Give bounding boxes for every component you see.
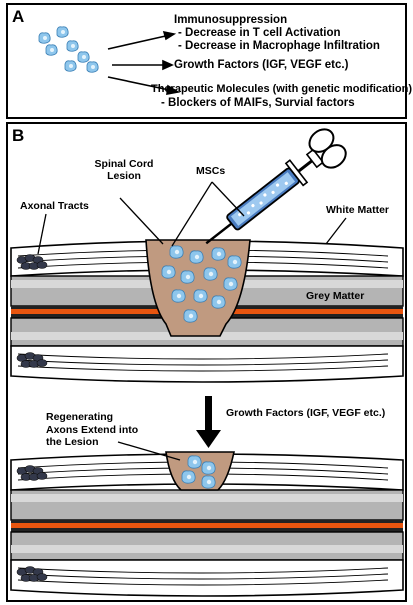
msc-cell [56, 26, 69, 38]
spinal-cord-lesion [145, 239, 251, 337]
msc-cell [45, 44, 58, 56]
msc-cell [38, 32, 51, 44]
arrow-to-therapeutic-molecules [107, 76, 175, 92]
panel-b-label: B [12, 126, 25, 145]
syringe-icon [205, 128, 347, 245]
white-matter-lower [10, 345, 404, 383]
msc-cell [64, 60, 77, 72]
grey-matter-label: Grey Matter [306, 290, 365, 302]
therapeutic-molecules-title: Therapeutic Molecules (with genetic modi… [151, 83, 412, 95]
immunosuppression-title: Immunosuppression [174, 14, 288, 26]
spinal-cord-diagram [10, 128, 404, 597]
arrow-to-immunosuppression [107, 34, 171, 50]
msc-cell [66, 40, 79, 52]
axonal-tract-bundle-upper [16, 254, 48, 270]
spinal-cord-top [10, 239, 404, 383]
axonal-tract-bundle-lower [16, 352, 48, 368]
immunosuppression-item-1: - Decrease in T cell Activation [178, 27, 341, 39]
msc-cells-cluster [38, 26, 99, 73]
annotation-leaders [37, 181, 347, 255]
axonal-tracts-label: Axonal Tracts [20, 200, 89, 212]
panel-a: A Immunosuppression - Decrease in T cell… [6, 3, 412, 119]
mscs-in-lesion [161, 245, 242, 323]
panel-a-label: A [12, 7, 25, 26]
msc-cell [86, 61, 99, 73]
regenerating-axons-label: Regenerating Axons Extend into the Lesio… [46, 411, 139, 448]
growth-factors-bottom-label: Growth Factors (IGF, VEGF etc.) [226, 407, 386, 419]
mscs-in-healing-lesion [181, 455, 216, 489]
msc-cell [77, 51, 90, 63]
mscs-label: MSCs [196, 165, 226, 177]
immunosuppression-item-2: - Decrease in Macrophage Infiltration [178, 40, 380, 52]
panel-b: B [6, 122, 407, 602]
white-matter-label: White Matter [326, 204, 389, 216]
panel-a-graphics [38, 26, 181, 95]
therapeutic-molecules-item-1: - Blockers of MAIFs, Survial factors [161, 97, 355, 109]
spinal-cord-bottom [10, 441, 404, 597]
spinal-cord-lesion-label: Spinal Cord Lesion [94, 158, 154, 182]
down-arrow-icon [196, 396, 221, 448]
growth-factors-label: Growth Factors (IGF, VEGF etc.) [174, 59, 349, 71]
